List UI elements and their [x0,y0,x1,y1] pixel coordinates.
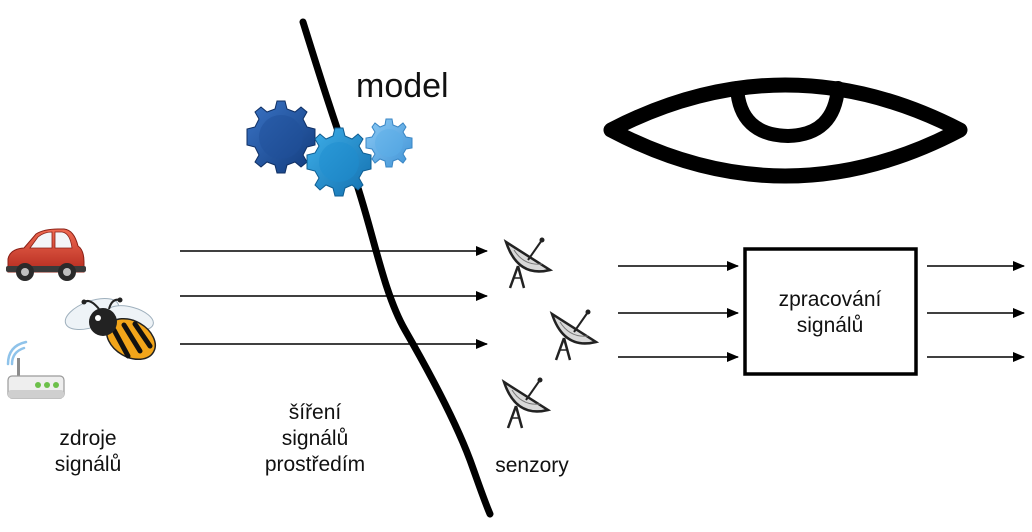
propagation-label: šíření signálů prostředím [250,400,380,478]
propagation-label-line: šíření [288,401,342,424]
gear-icon [365,118,413,168]
wifi-router-icon [6,340,65,399]
propagation-label-line: signálů [281,427,349,450]
sensors-label: senzory [495,454,569,477]
output-arrows [927,261,1025,362]
sources-label-line: zdroje [59,427,117,450]
processing-label-line: signálů [796,314,864,337]
sources-label: zdroje signálů [38,426,138,478]
gear-icon [306,127,372,197]
bee-icon [64,297,156,361]
car-icon [6,228,86,281]
medium-boundary-curve [299,18,494,518]
input-arrows [618,261,739,362]
eye-icon [603,77,968,184]
sources-label-line: signálů [54,453,122,476]
gear-icon [246,100,316,174]
satellite-dish-icon [503,237,554,289]
model-label: model [356,67,449,105]
processing-box [743,247,918,376]
processing-label: zpracování signálů [746,287,914,339]
propagation-label-line: prostředím [264,453,366,476]
satellite-dish-icon [501,377,552,429]
processing-label-line: zpracování [778,288,882,311]
satellite-dish-icon [549,309,600,361]
propagation-arrows [180,246,488,349]
